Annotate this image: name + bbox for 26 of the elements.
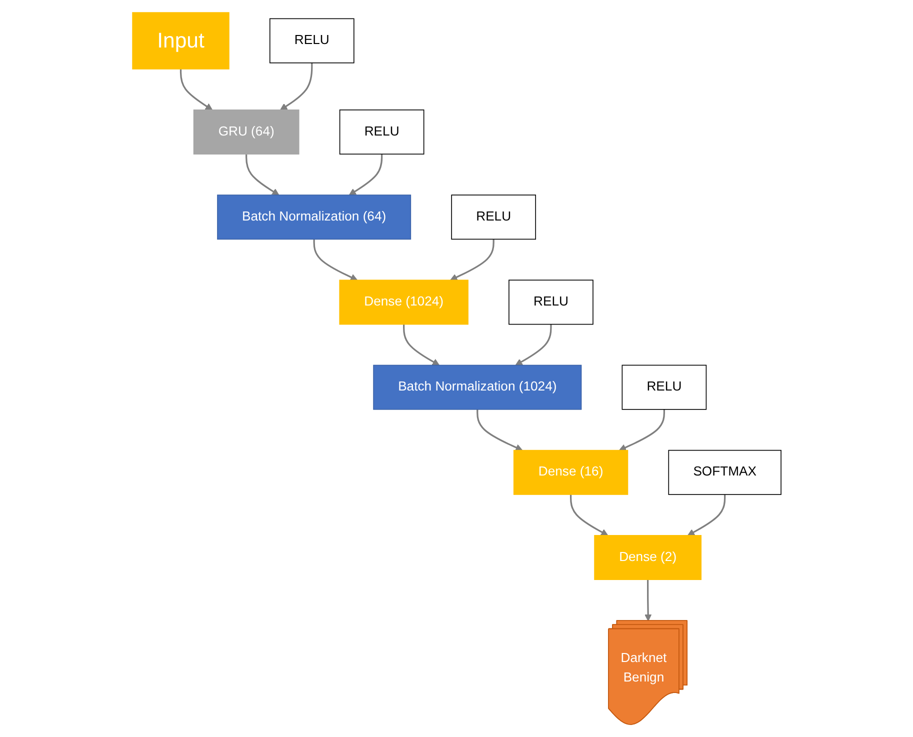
node-box: RELU [339,110,424,155]
node-box: SOFTMAX [668,450,782,495]
node-box: RELU [508,280,594,325]
arrow [402,324,440,366]
node-box: RELU [621,364,706,410]
node-box: RELU [269,18,354,64]
arrow [348,154,382,196]
node-box: Dense (16) [513,450,628,495]
arrow [450,239,494,281]
arrow [312,239,358,281]
arrow [618,409,665,451]
arrow [280,62,312,110]
arrow [180,69,212,110]
arrow [245,154,279,196]
node-box: Dense (1024) [338,280,468,325]
node-box: Batch Normalization (1024) [372,364,582,410]
node-box: Input [132,12,230,70]
arrow [514,324,552,366]
node-box: RELU [450,194,536,240]
arrow [644,580,652,622]
arrow [570,494,608,536]
arrow [476,409,522,451]
node-box: Batch Normalization (64) [216,194,411,240]
arrow [687,494,726,536]
node-box: Dense (2) [594,535,702,580]
node-box: GRU (64) [193,110,299,155]
